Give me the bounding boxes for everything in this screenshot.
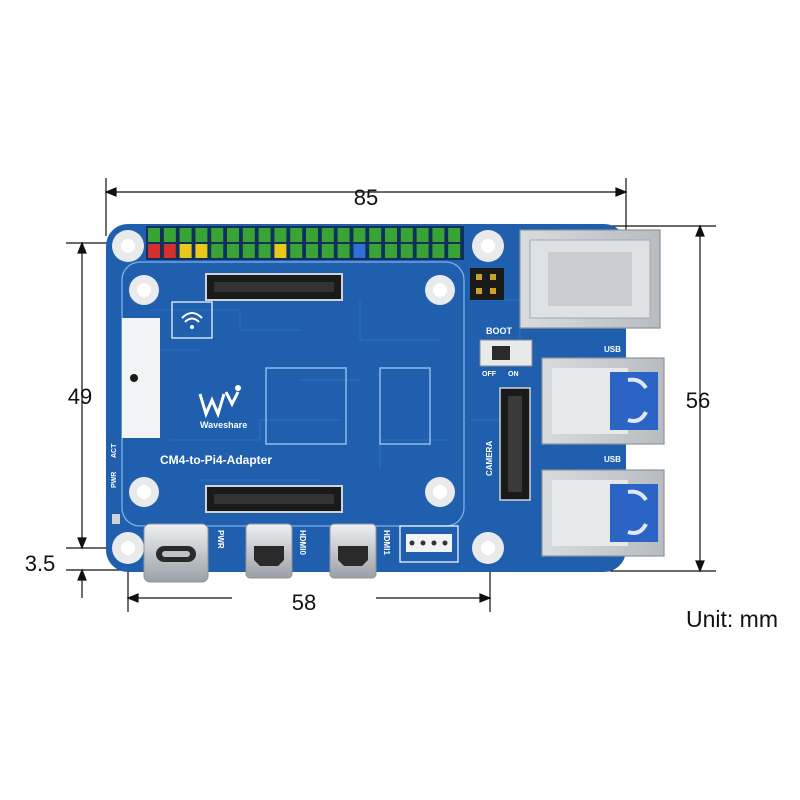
gpio-pin bbox=[274, 228, 287, 242]
gpio-pin bbox=[448, 244, 461, 258]
gpio-pin bbox=[385, 228, 397, 242]
mounting-hole bbox=[472, 532, 504, 564]
mounting-hole bbox=[112, 532, 144, 564]
dimension-offset bbox=[66, 568, 128, 598]
gpio-pin bbox=[306, 244, 318, 258]
dimension-width bbox=[104, 178, 628, 236]
boot-label: BOOT bbox=[486, 326, 513, 336]
gpio-pin bbox=[227, 244, 239, 258]
gpio-pin bbox=[258, 228, 271, 242]
cm4-hole bbox=[425, 275, 455, 305]
hole-span-label: 58 bbox=[292, 590, 316, 615]
gpio-pin bbox=[416, 244, 429, 258]
hdmi0-port bbox=[245, 523, 293, 579]
pwr-port-label: PWR bbox=[216, 530, 225, 549]
gpio-pin bbox=[195, 228, 208, 242]
dimension-height bbox=[610, 224, 716, 573]
waveshare-logo bbox=[198, 385, 241, 419]
ethernet-port bbox=[519, 229, 661, 329]
gpio-pin bbox=[290, 244, 303, 258]
gpio-pin bbox=[369, 244, 382, 258]
gpio-pin bbox=[258, 244, 271, 258]
gpio-pin bbox=[385, 244, 397, 258]
offset-label: 3.5 bbox=[25, 551, 56, 576]
small-header bbox=[470, 268, 504, 300]
antenna-area bbox=[122, 318, 160, 438]
mounting-holes bbox=[112, 230, 504, 564]
gpio-pin bbox=[321, 244, 334, 258]
gpio-pin bbox=[148, 228, 160, 242]
unit-label: Unit: mm bbox=[686, 606, 778, 632]
camera-label: CAMERA bbox=[485, 441, 494, 476]
gpio-pin bbox=[448, 228, 461, 242]
gpio-pin bbox=[400, 244, 413, 258]
cm4-hole bbox=[425, 477, 455, 507]
b2b-connector-top bbox=[205, 273, 343, 301]
brand-label: Waveshare bbox=[200, 420, 247, 430]
usb3-port-bottom bbox=[541, 469, 665, 557]
gpio-pin bbox=[227, 228, 239, 242]
usb3-port-top bbox=[541, 357, 665, 445]
switch-on-label: ON bbox=[508, 371, 519, 378]
gpio-pin bbox=[416, 228, 429, 242]
gpio-pin bbox=[179, 244, 192, 258]
cm4-hole bbox=[129, 477, 159, 507]
switch-off-label: OFF bbox=[482, 371, 497, 378]
soc-outline bbox=[265, 367, 347, 445]
height-label: 56 bbox=[686, 388, 710, 413]
gpio-pin bbox=[163, 228, 176, 242]
wifi-icon bbox=[171, 301, 213, 339]
gpio-pin bbox=[353, 228, 366, 242]
hdmi0-label: HDMI0 bbox=[298, 530, 307, 555]
gpio-pin bbox=[432, 244, 445, 258]
ram-outline bbox=[379, 367, 431, 445]
camera-connector bbox=[499, 387, 531, 501]
gpio-pin bbox=[211, 228, 224, 242]
boot-switch bbox=[479, 339, 533, 367]
gpio-pin bbox=[195, 244, 208, 258]
gpio-pin bbox=[163, 244, 176, 258]
led bbox=[112, 514, 120, 524]
cm4-hole bbox=[129, 275, 159, 305]
mounting-hole bbox=[472, 230, 504, 262]
gpio-pin bbox=[353, 244, 366, 258]
gpio-pin bbox=[290, 228, 303, 242]
width-label: 85 bbox=[354, 185, 378, 210]
gpio-pin bbox=[242, 244, 255, 258]
b2b-connector-bottom bbox=[205, 485, 343, 513]
gpio-pin bbox=[242, 228, 255, 242]
gpio-pin bbox=[369, 228, 382, 242]
hdmi1-label: HDMI1 bbox=[382, 530, 391, 555]
hdmi1-port bbox=[329, 523, 377, 579]
gpio-pin bbox=[179, 228, 192, 242]
usb-bottom-label: USB bbox=[604, 455, 621, 464]
mounting-hole bbox=[112, 230, 144, 262]
gpio-pin bbox=[337, 228, 350, 242]
gpio-pin bbox=[432, 228, 445, 242]
gpio-pin bbox=[274, 244, 287, 258]
gpio-pin bbox=[211, 244, 224, 258]
board-title: CM4-to-Pi4-Adapter bbox=[160, 453, 272, 467]
gpio-header bbox=[146, 226, 464, 260]
gpio-pin bbox=[148, 244, 160, 258]
four-pin-connector bbox=[399, 525, 459, 563]
gpio-pin bbox=[337, 244, 350, 258]
usb-top-label: USB bbox=[604, 345, 621, 354]
inner-height-label: 49 bbox=[68, 384, 92, 409]
gpio-pin bbox=[306, 228, 318, 242]
led-pwr-label: PWR bbox=[111, 472, 118, 488]
gpio-pin bbox=[321, 228, 334, 242]
gpio-pin bbox=[400, 228, 413, 242]
led-act-label: ACT bbox=[111, 443, 118, 458]
usb-c-power-port bbox=[143, 523, 209, 583]
